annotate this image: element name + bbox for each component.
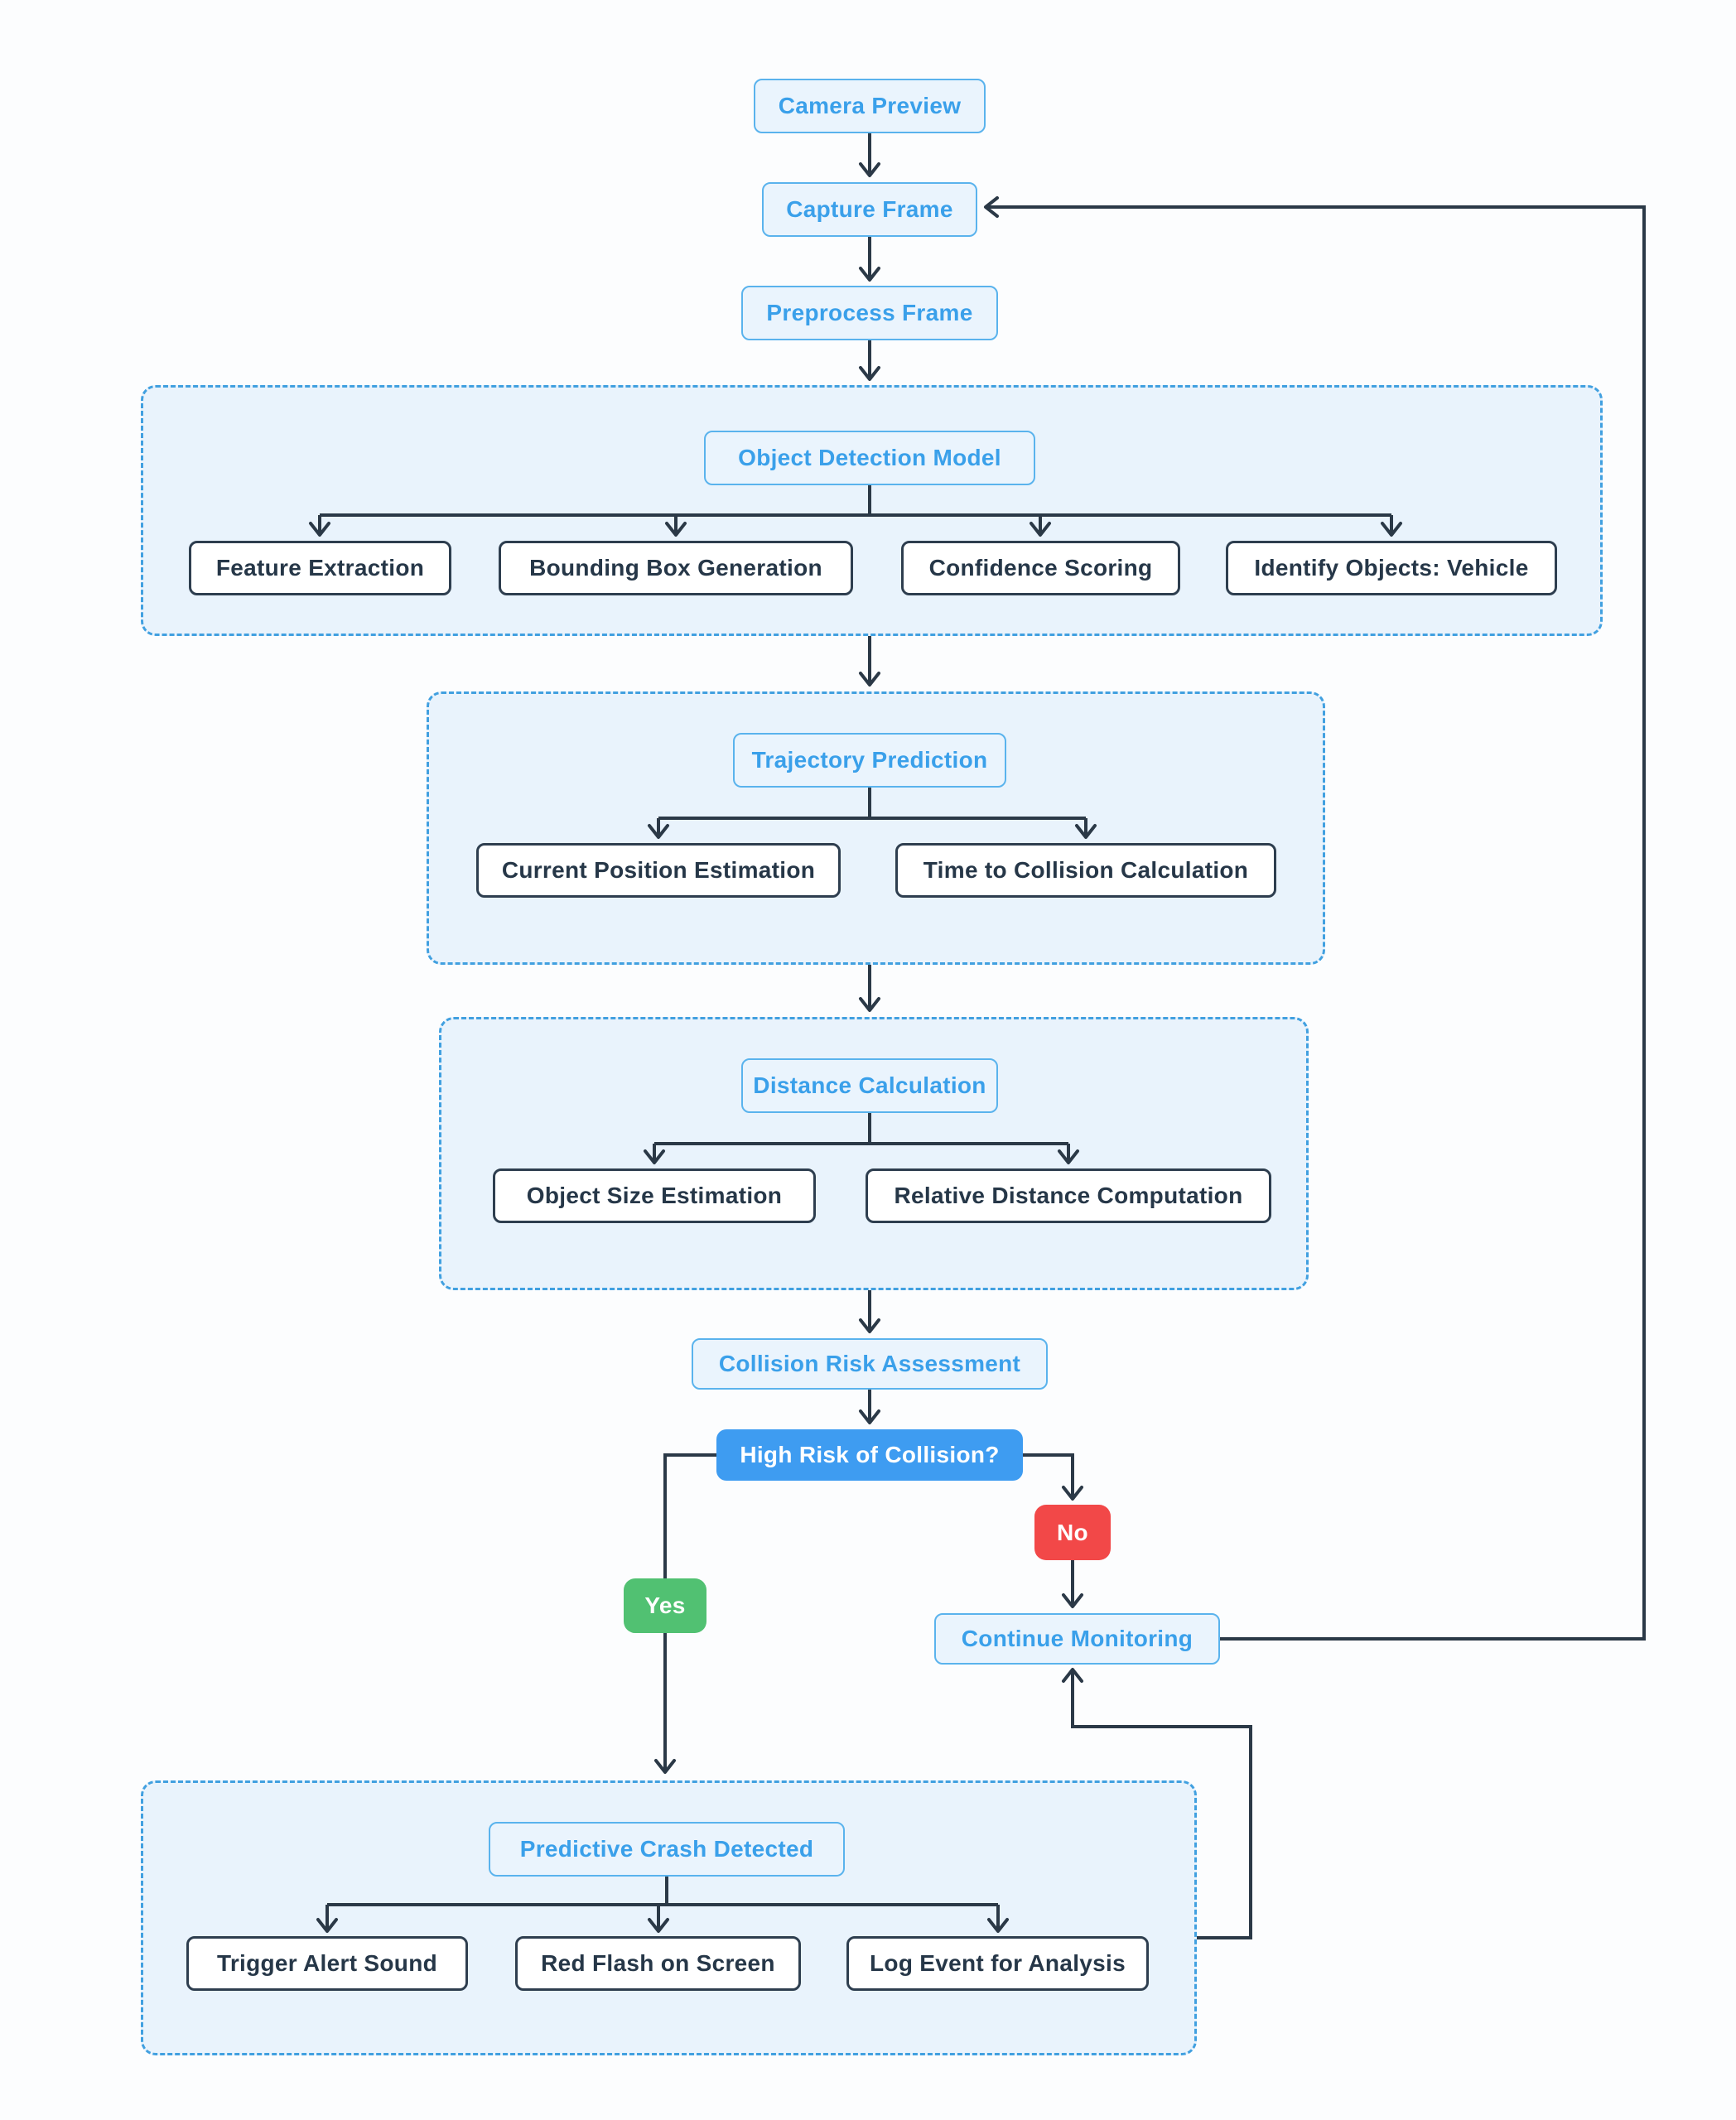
node-object-detection-model: Object Detection Model (704, 431, 1035, 485)
node-predictive-crash-detected: Predictive Crash Detected (489, 1822, 845, 1877)
node-confidence-scoring: Confidence Scoring (901, 541, 1180, 595)
node-trajectory-prediction: Trajectory Prediction (733, 733, 1006, 788)
node-red-flash-on-screen: Red Flash on Screen (515, 1936, 801, 1991)
node-trigger-alert-sound: Trigger Alert Sound (186, 1936, 468, 1991)
node-camera-preview: Camera Preview (754, 79, 986, 133)
node-object-size-estimation: Object Size Estimation (493, 1168, 816, 1223)
node-collision-risk-assessment: Collision Risk Assessment (692, 1338, 1048, 1390)
node-preprocess-frame: Preprocess Frame (741, 286, 998, 340)
node-relative-distance-computation: Relative Distance Computation (866, 1168, 1271, 1223)
node-identify-objects-vehicle: Identify Objects: Vehicle (1226, 541, 1557, 595)
edge-crash-to-monitoring (1062, 1668, 1252, 1939)
node-high-risk-of-collision: High Risk of Collision? (716, 1429, 1023, 1481)
yes-branch-label: Yes (624, 1578, 706, 1633)
node-capture-frame: Capture Frame (762, 182, 977, 237)
edge-decision-no (1023, 1453, 1083, 1501)
node-distance-calculation: Distance Calculation (741, 1058, 998, 1113)
edge-decision-yes (654, 1453, 716, 1774)
node-current-position-estimation: Current Position Estimation (476, 843, 841, 898)
node-continue-monitoring: Continue Monitoring (934, 1613, 1220, 1665)
no-branch-label: No (1034, 1505, 1111, 1560)
node-time-to-collision-calculation: Time to Collision Calculation (895, 843, 1276, 898)
node-bounding-box-generation: Bounding Box Generation (499, 541, 853, 595)
node-log-event-for-analysis: Log Event for Analysis (846, 1936, 1149, 1991)
node-feature-extraction: Feature Extraction (189, 541, 451, 595)
edge-monitoring-to-capture (984, 196, 1646, 1641)
